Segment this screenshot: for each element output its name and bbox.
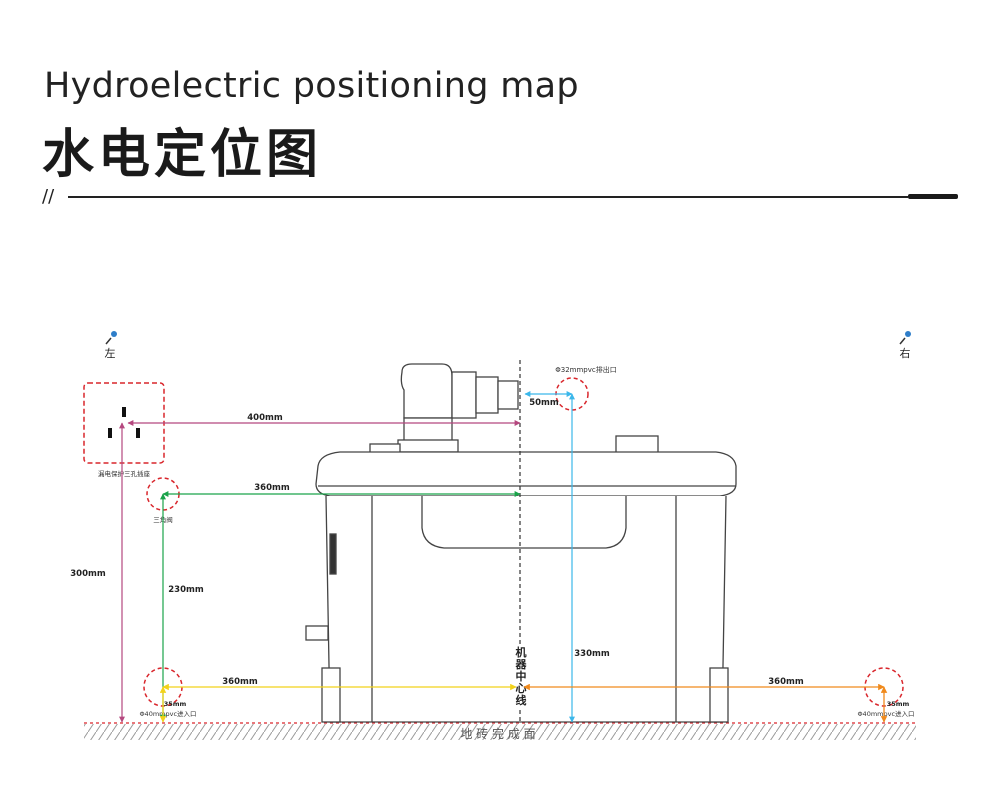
page-title-chinese: 水电定位图 — [42, 125, 323, 185]
dim-35-left-label: 35mm — [164, 700, 187, 708]
header-divider — [68, 196, 908, 198]
center-line-char: 心 — [516, 682, 527, 695]
dim-35-right-label: 35mm — [887, 700, 910, 708]
dim-400-label: 400mm — [247, 413, 283, 423]
left-marker-icon — [105, 331, 117, 345]
inlet-left-label: Φ40mmpvc进入口 — [139, 710, 196, 718]
floor-label: 地 砖 完 成 面 — [460, 726, 535, 741]
center-line-text: 机器中心线 — [515, 645, 528, 707]
outlet-label: Φ32mmpvc排出口 — [555, 365, 617, 374]
socket-label: 漏电保护三孔插座 — [98, 469, 151, 478]
dim-230-label: 230mm — [168, 585, 204, 595]
center-line-char: 线 — [516, 693, 527, 707]
right-label: 右 — [900, 346, 911, 360]
header-slashes: // — [42, 186, 55, 207]
dim-360-right-label: 360mm — [768, 677, 804, 687]
dim-330-label: 330mm — [574, 649, 610, 659]
floor — [84, 722, 916, 740]
right-marker-icon — [899, 331, 911, 345]
inlet-right-label: Φ40mmpvc进入口 — [857, 710, 914, 718]
page-title-english: Hydroelectric positioning map — [44, 66, 579, 106]
left-label: 左 — [105, 347, 116, 360]
dim-360-left-label: 360mm — [222, 677, 258, 687]
center-line-char: 中 — [516, 669, 527, 683]
center-line-char: 机 — [516, 645, 527, 659]
dim-300-label: 300mm — [70, 569, 106, 579]
center-line-char: 器 — [515, 658, 528, 671]
header-divider-accent — [908, 194, 958, 199]
socket-icon — [108, 407, 140, 438]
center-line-label: 机器中心线 — [513, 644, 529, 708]
dim-50-label: 50mm — [529, 398, 559, 408]
macerator-machine — [305, 363, 737, 723]
dim-360-top-label: 360mm — [254, 483, 290, 493]
